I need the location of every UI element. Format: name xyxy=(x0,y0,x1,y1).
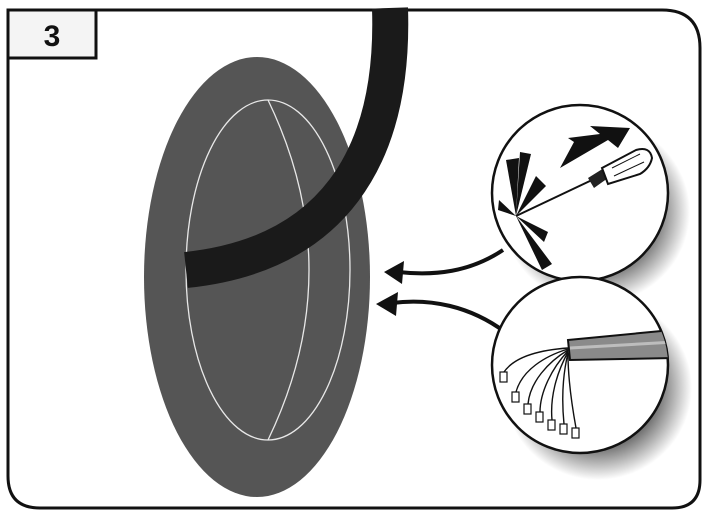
membrane-grommet xyxy=(144,57,370,497)
step-number: 3 xyxy=(44,20,61,53)
step-number-badge: 3 xyxy=(8,10,96,58)
